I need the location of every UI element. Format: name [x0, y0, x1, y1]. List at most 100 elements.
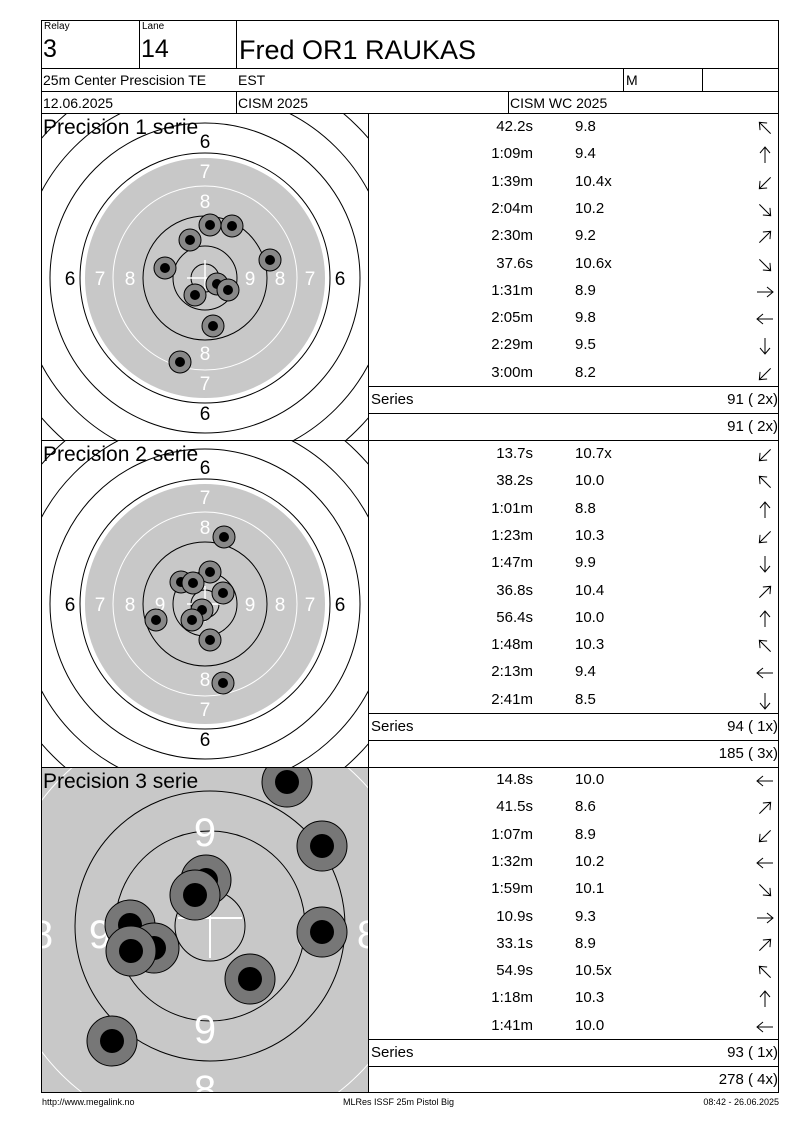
series-total: 94 ( 1x)	[727, 718, 778, 735]
svg-text:7: 7	[305, 269, 316, 290]
shot-time: 42.2s	[496, 118, 533, 135]
shot-direction-arrow-icon	[758, 585, 772, 598]
date: 12.06.2025	[43, 95, 114, 111]
shot-holes-3	[86, 768, 348, 1067]
shot-direction-arrow-icon	[758, 476, 772, 489]
series-total: 91 ( 2x)	[727, 391, 778, 408]
svg-text:9: 9	[194, 811, 216, 855]
shot-direction-arrow-icon	[758, 829, 772, 842]
shot-time: 2:30m	[491, 227, 533, 245]
svg-text:8: 8	[200, 670, 211, 691]
svg-text:6: 6	[65, 269, 76, 290]
shot-direction-arrow-icon	[758, 938, 772, 951]
scorecard-frame	[41, 20, 779, 1093]
header-divider	[41, 113, 779, 114]
shot-time: 41.5s	[496, 798, 533, 816]
shot-score: 10.3	[575, 526, 605, 544]
shot-time: 3:00m	[491, 363, 533, 381]
svg-text:8: 8	[200, 192, 211, 213]
svg-text:8: 8	[125, 595, 136, 616]
shot-holes-2	[144, 525, 236, 695]
header-divider	[236, 91, 237, 113]
header-divider	[508, 91, 509, 113]
series-title: Precision 3 serie	[43, 770, 199, 793]
running-total: 91 ( 2x)	[727, 418, 778, 435]
shot-score: 8.9	[575, 934, 596, 952]
svg-text:7: 7	[200, 162, 211, 183]
svg-text:6: 6	[335, 269, 346, 290]
shot-score: 10.0	[575, 771, 605, 788]
relay-label: Relay	[44, 21, 70, 32]
svg-text:7: 7	[200, 700, 211, 721]
svg-text:8: 8	[200, 518, 211, 539]
shot-score: 8.5	[575, 690, 596, 708]
header-divider	[41, 91, 779, 92]
shot-time: 33.1s	[496, 934, 533, 952]
svg-text:6: 6	[65, 595, 76, 616]
svg-text:9: 9	[245, 595, 256, 616]
event-name-cont: EST	[238, 72, 266, 88]
totals-divider	[368, 386, 779, 387]
shot-time: 13.7s	[496, 445, 533, 462]
shot-time: 38.2s	[496, 472, 533, 490]
shot-score: 9.8	[575, 309, 596, 327]
shot-score: 8.9	[575, 281, 596, 299]
shot-direction-arrow-icon	[756, 668, 773, 679]
shot-direction-arrow-icon	[758, 203, 772, 217]
shot-direction-arrow-icon	[756, 1021, 773, 1033]
running-total: 185 ( 3x)	[718, 745, 778, 762]
shot-score: 10.4x	[575, 172, 612, 190]
shot-time: 1:47m	[491, 554, 533, 572]
shooter-name: Fred OR1 RAUKAS	[239, 35, 477, 65]
shot-time: 1:23m	[491, 526, 533, 544]
footer-timestamp: 08:42 - 26.06.2025	[703, 1097, 779, 1107]
shot-time: 37.6s	[496, 254, 533, 272]
shot-time: 10.9s	[496, 907, 533, 925]
shot-time: 1:32m	[491, 852, 533, 870]
svg-text:8: 8	[42, 913, 53, 957]
shot-time: 36.8s	[496, 581, 533, 599]
shot-time: 14.8s	[496, 771, 533, 788]
shot-score: 10.0	[575, 1016, 605, 1034]
shot-direction-arrow-icon	[758, 230, 772, 244]
shot-score: 8.8	[575, 499, 596, 517]
svg-text:8: 8	[200, 344, 211, 365]
shot-direction-arrow-icon	[758, 802, 772, 815]
shot-time: 54.9s	[496, 962, 533, 980]
footer-program: MLRes ISSF 25m Pistol Big	[343, 1097, 455, 1107]
shot-score: 10.4	[575, 581, 605, 599]
shot-time: 1:41m	[491, 1016, 533, 1034]
shot-direction-arrow-icon	[758, 884, 772, 897]
shot-score: 8.9	[575, 825, 596, 843]
shot-direction-arrow-icon	[758, 121, 772, 135]
shot-score: 10.3	[575, 636, 605, 654]
shot-score: 10.7x	[575, 445, 612, 462]
shot-direction-arrow-icon	[756, 775, 773, 787]
svg-text:8: 8	[125, 269, 136, 290]
target-series-1: 6 7 8 6 7 8 6 7 8 6 7 8 9	[42, 114, 368, 440]
svg-text:8: 8	[275, 269, 286, 290]
series-title: Precision 2 serie	[43, 443, 199, 466]
totals-divider	[368, 740, 779, 741]
totals-divider	[368, 713, 779, 714]
shot-direction-arrow-icon	[759, 500, 771, 518]
shot-direction-arrow-icon	[758, 258, 772, 271]
totals-divider	[368, 413, 779, 414]
shot-direction-arrow-icon	[759, 692, 771, 710]
shot-score: 10.5x	[575, 962, 612, 980]
shot-time: 2:29m	[491, 336, 533, 354]
svg-text:7: 7	[305, 595, 316, 616]
competition-wc: CISM WC 2025	[510, 95, 608, 111]
svg-text:6: 6	[200, 458, 211, 479]
header-divider	[623, 68, 624, 91]
shot-direction-arrow-icon	[759, 146, 771, 164]
series-divider	[41, 767, 779, 768]
shot-time: 1:59m	[491, 880, 533, 898]
shot-holes-1	[153, 213, 282, 374]
target-2-svg: 6 7 8 6 7 8 6 7 8 9 6 7 8 9	[42, 441, 368, 767]
footer-url[interactable]: http://www.megalink.no	[42, 1097, 135, 1107]
ring-label-6: 6	[200, 132, 211, 153]
event-name: 25m Center Prescision TE	[43, 72, 207, 88]
svg-text:9: 9	[155, 595, 166, 616]
svg-text:7: 7	[200, 374, 211, 395]
